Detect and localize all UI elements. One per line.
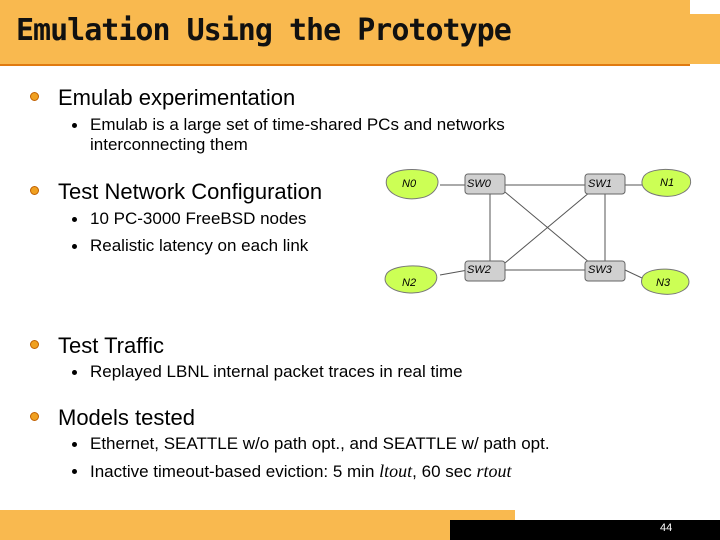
sub-bullet-dot [72, 217, 77, 222]
switch-sw3-label: SW3 [588, 264, 612, 276]
sub-bullet-dot [72, 123, 77, 128]
sub-bullet-dot [72, 370, 77, 375]
title-bar [0, 0, 690, 64]
eviction-text-a: Inactive timeout-based eviction: 5 min [90, 462, 380, 481]
footer-bar [0, 510, 515, 540]
switch-sw1-shape [584, 173, 626, 195]
page-number: 44 [660, 522, 673, 534]
node-n2-label: N2 [402, 277, 417, 289]
switch-sw0-shape [464, 173, 506, 195]
switch-sw2-shape [464, 260, 506, 282]
switch-sw2-label: SW2 [467, 264, 491, 276]
bullet-text: Test Network Configuration [58, 179, 323, 204]
bullet-icon [30, 412, 39, 421]
sub-bullet-text: 10 PC-3000 FreeBSD nodes [90, 209, 307, 228]
node-n1-label: N1 [660, 177, 675, 189]
node-n3-shape [641, 268, 690, 295]
network-diagram: N0 SW0 SW1 N1 N2 SW2 SW3 N3 [380, 160, 700, 310]
sub-bullet-dot [72, 469, 77, 474]
switch-sw1-label: SW1 [588, 178, 612, 190]
node-n3-label: N3 [656, 277, 671, 289]
eviction-text-b: , 60 sec [412, 462, 477, 481]
footer-bar-dark [450, 520, 720, 540]
sub-bullet-text: Realistic latency on each link [90, 236, 309, 255]
node-n0-shape [385, 169, 439, 200]
node-n2-shape [384, 265, 438, 294]
sub-bullet-text: Ethernet, SEATTLE w/o path opt., and SEA… [90, 434, 550, 453]
ltout-term: ltout [379, 461, 413, 481]
sub-bullet-dot [72, 244, 77, 249]
title-bar-accent [690, 14, 720, 64]
bullet-icon [30, 92, 39, 101]
title-underline [0, 64, 690, 66]
sub-bullet-text: Replayed LBNL internal packet traces in … [90, 362, 463, 381]
slide-title: Emulation Using the Prototype [16, 13, 512, 48]
sub-bullet-text-cont: interconnecting them [90, 135, 248, 154]
sub-bullet-dot [72, 442, 77, 447]
switch-sw3-shape [584, 260, 626, 282]
bullet-text: Test Traffic [58, 333, 164, 358]
rtout-term: rtout [476, 461, 512, 481]
bullet-icon [30, 340, 39, 349]
sub-bullet-text: Emulab is a large set of time-shared PCs… [90, 115, 505, 134]
switch-sw0-label: SW0 [467, 178, 491, 190]
node-n0-label: N0 [402, 178, 417, 190]
node-n1-shape [641, 169, 692, 197]
bullet-text: Emulab experimentation [58, 85, 296, 110]
bullet-text: Models tested [58, 405, 195, 430]
bullet-icon [30, 186, 39, 195]
sub-bullet-text: Inactive timeout-based eviction: 5 min l… [90, 461, 511, 482]
